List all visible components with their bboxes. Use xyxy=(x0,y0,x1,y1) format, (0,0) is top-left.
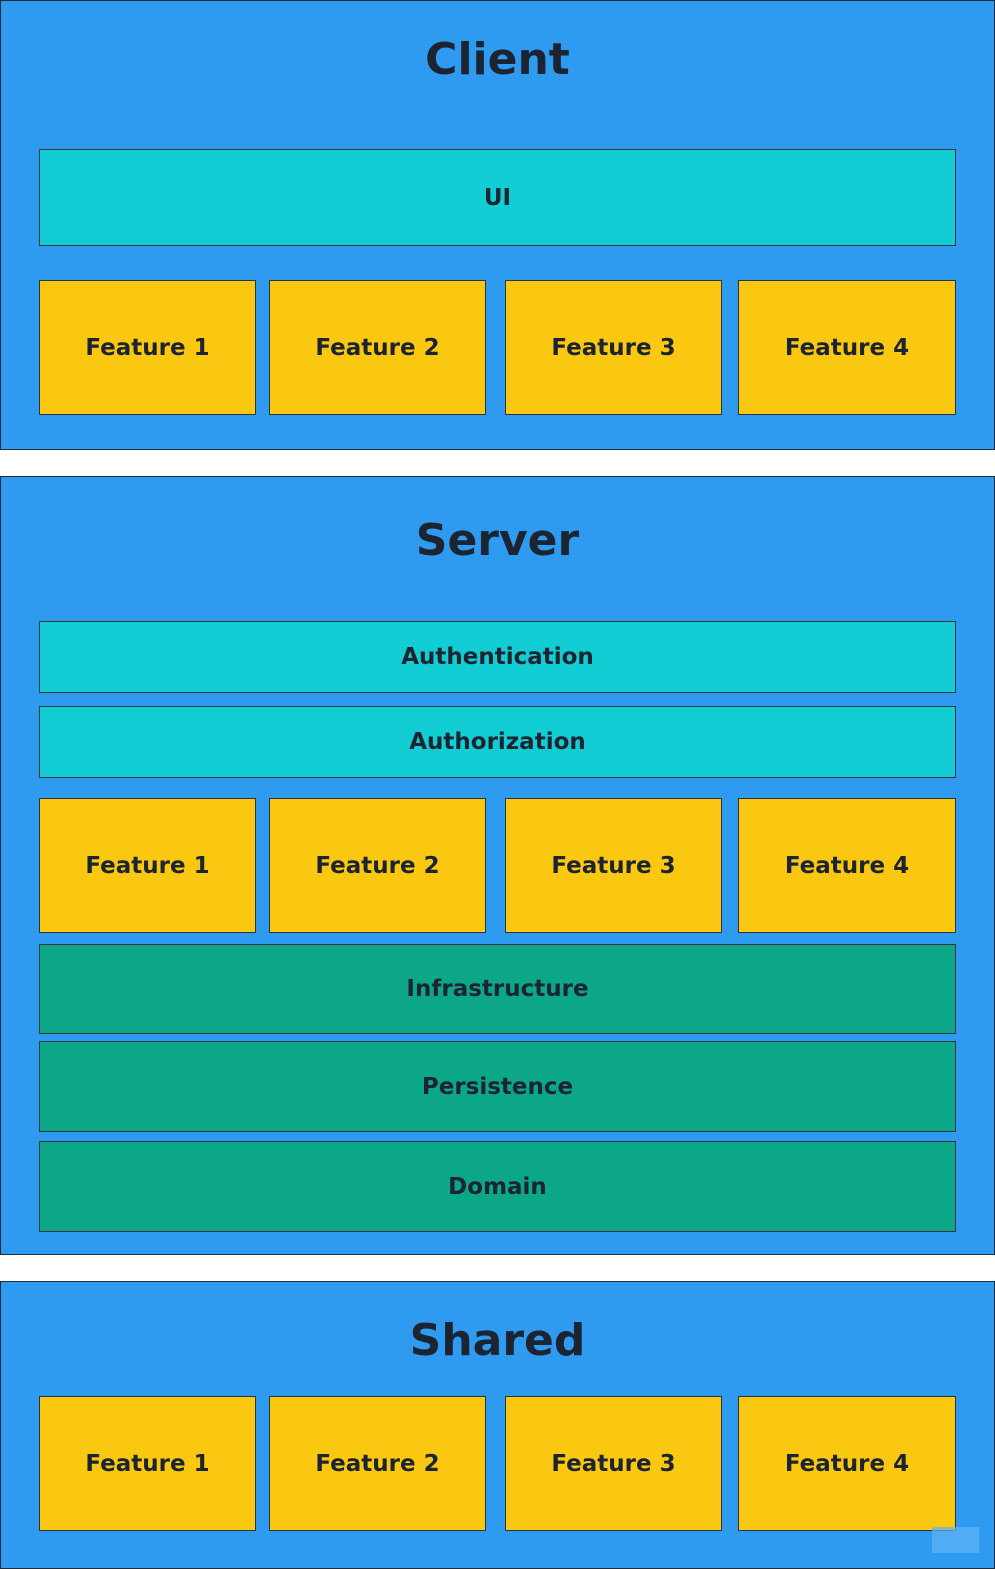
shared-title: Shared xyxy=(409,1315,586,1366)
client-feature-4: Feature 4 xyxy=(738,280,956,415)
server-title: Server xyxy=(415,515,580,566)
shared-feature-4: Feature 4 xyxy=(738,1396,956,1531)
shared-feature-1: Feature 1 xyxy=(39,1396,256,1531)
client-feature-2: Feature 2 xyxy=(269,280,486,415)
shared-feature-2: Feature 2 xyxy=(269,1396,486,1531)
client-ui-layer: UI xyxy=(39,149,956,246)
client-title: Client xyxy=(425,34,570,85)
server-feature-1: Feature 1 xyxy=(39,798,256,933)
infrastructure-layer: Infrastructure xyxy=(39,944,956,1034)
server-feature-2: Feature 2 xyxy=(269,798,486,933)
authentication-layer: Authentication xyxy=(39,621,956,693)
server-feature-3: Feature 3 xyxy=(505,798,722,933)
persistence-layer: Persistence xyxy=(39,1041,956,1132)
corner-watermark xyxy=(932,1527,979,1553)
shared-feature-3: Feature 3 xyxy=(505,1396,722,1531)
authorization-layer: Authorization xyxy=(39,706,956,778)
client-feature-3: Feature 3 xyxy=(505,280,722,415)
server-feature-4: Feature 4 xyxy=(738,798,956,933)
domain-layer: Domain xyxy=(39,1141,956,1232)
client-feature-1: Feature 1 xyxy=(39,280,256,415)
